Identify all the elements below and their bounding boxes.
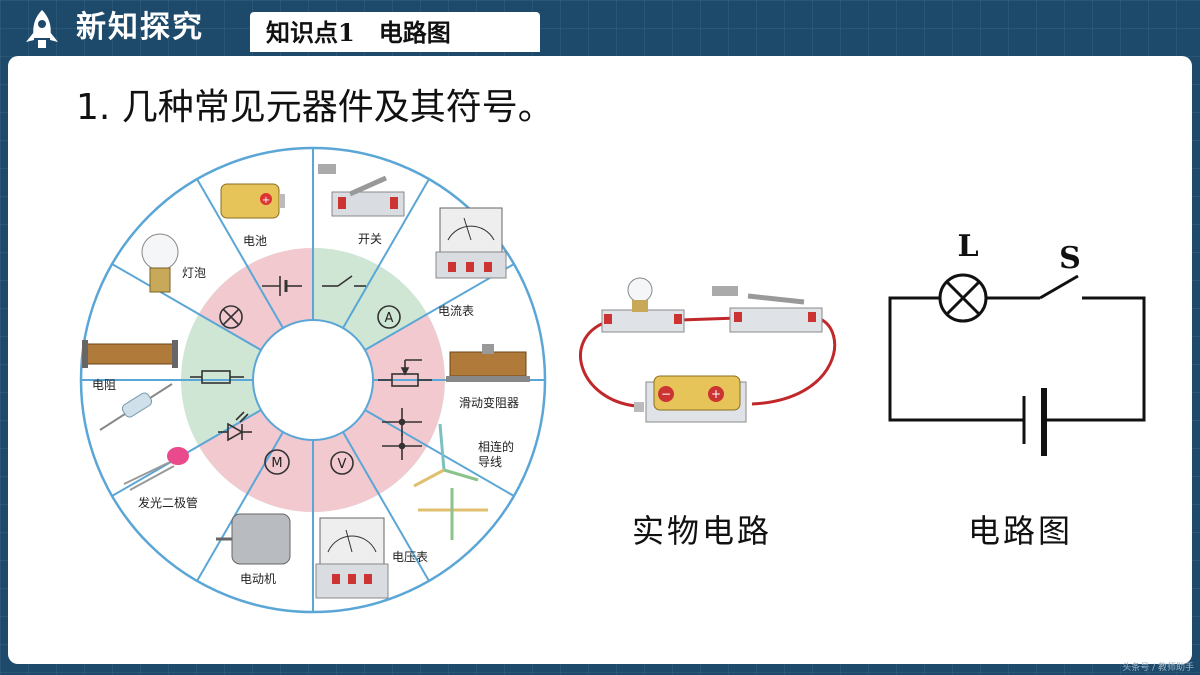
- top-header: 新知探究 知识点1 电路图: [0, 0, 1200, 56]
- motor-letter: M: [271, 456, 282, 471]
- wirewound-resistor-illustration: [82, 340, 178, 368]
- switch-label: 开关: [358, 232, 383, 246]
- physical-circuit-label: 实物电路: [632, 512, 773, 550]
- ammeter-label: 电流表: [438, 304, 475, 318]
- topic-tag: 知识点1 电路图: [250, 12, 540, 52]
- motor-label: 电动机: [240, 572, 277, 586]
- voltmeter-letter: V: [338, 457, 347, 472]
- led-symbol: [218, 411, 252, 442]
- page-heading: 1. 几种常见元器件及其符号。: [76, 87, 554, 128]
- svg-text:−: −: [661, 387, 671, 401]
- switch-symbol: [322, 275, 366, 287]
- circuit-diagram-label: 电路图: [968, 512, 1074, 550]
- bulb-label: 灯泡: [182, 266, 207, 280]
- battery-illustration: +: [220, 183, 285, 219]
- voltmeter-illustration: [315, 517, 389, 599]
- motor-symbol: [264, 449, 290, 475]
- rheostat-label: 滑动变阻器: [459, 396, 520, 410]
- ammeter-letter: A: [385, 311, 394, 326]
- led-illustration: [123, 447, 189, 491]
- topic-tag-text: 知识点1 电路图: [266, 18, 451, 47]
- resistor-symbol: [190, 370, 244, 384]
- connected-wires-illustration: [413, 423, 488, 540]
- svg-text:+: +: [262, 195, 270, 206]
- svg-text:+: +: [711, 387, 721, 401]
- battery-symbol: [262, 276, 302, 296]
- rocket-icon: [26, 10, 58, 48]
- connected-wires-label: 相连的 导线: [478, 440, 515, 469]
- switch-illustration: [318, 164, 405, 217]
- ammeter-illustration: [435, 207, 507, 279]
- wire-junction-symbol: [382, 408, 422, 460]
- section-title: 新知探究: [76, 10, 204, 45]
- lamp-symbol: [219, 305, 243, 329]
- resistor-label: 电阻: [92, 378, 117, 392]
- battery-label: 电池: [243, 234, 268, 248]
- voltmeter-symbol: [330, 451, 354, 475]
- lamp-letter: L: [957, 229, 978, 264]
- voltmeter-label: 电压表: [392, 550, 429, 564]
- bulb-illustration: [141, 233, 179, 293]
- rheostat-illustration: [446, 344, 530, 382]
- footer-watermark: 头条号 / 教师助手: [1122, 663, 1194, 673]
- rheostat-symbol: [378, 359, 432, 387]
- color-band-resistor-illustration: [99, 383, 173, 431]
- led-label: 发光二极管: [138, 496, 199, 510]
- motor-illustration: [216, 513, 291, 565]
- ammeter-symbol: [377, 305, 401, 329]
- switch-letter: S: [1059, 241, 1081, 276]
